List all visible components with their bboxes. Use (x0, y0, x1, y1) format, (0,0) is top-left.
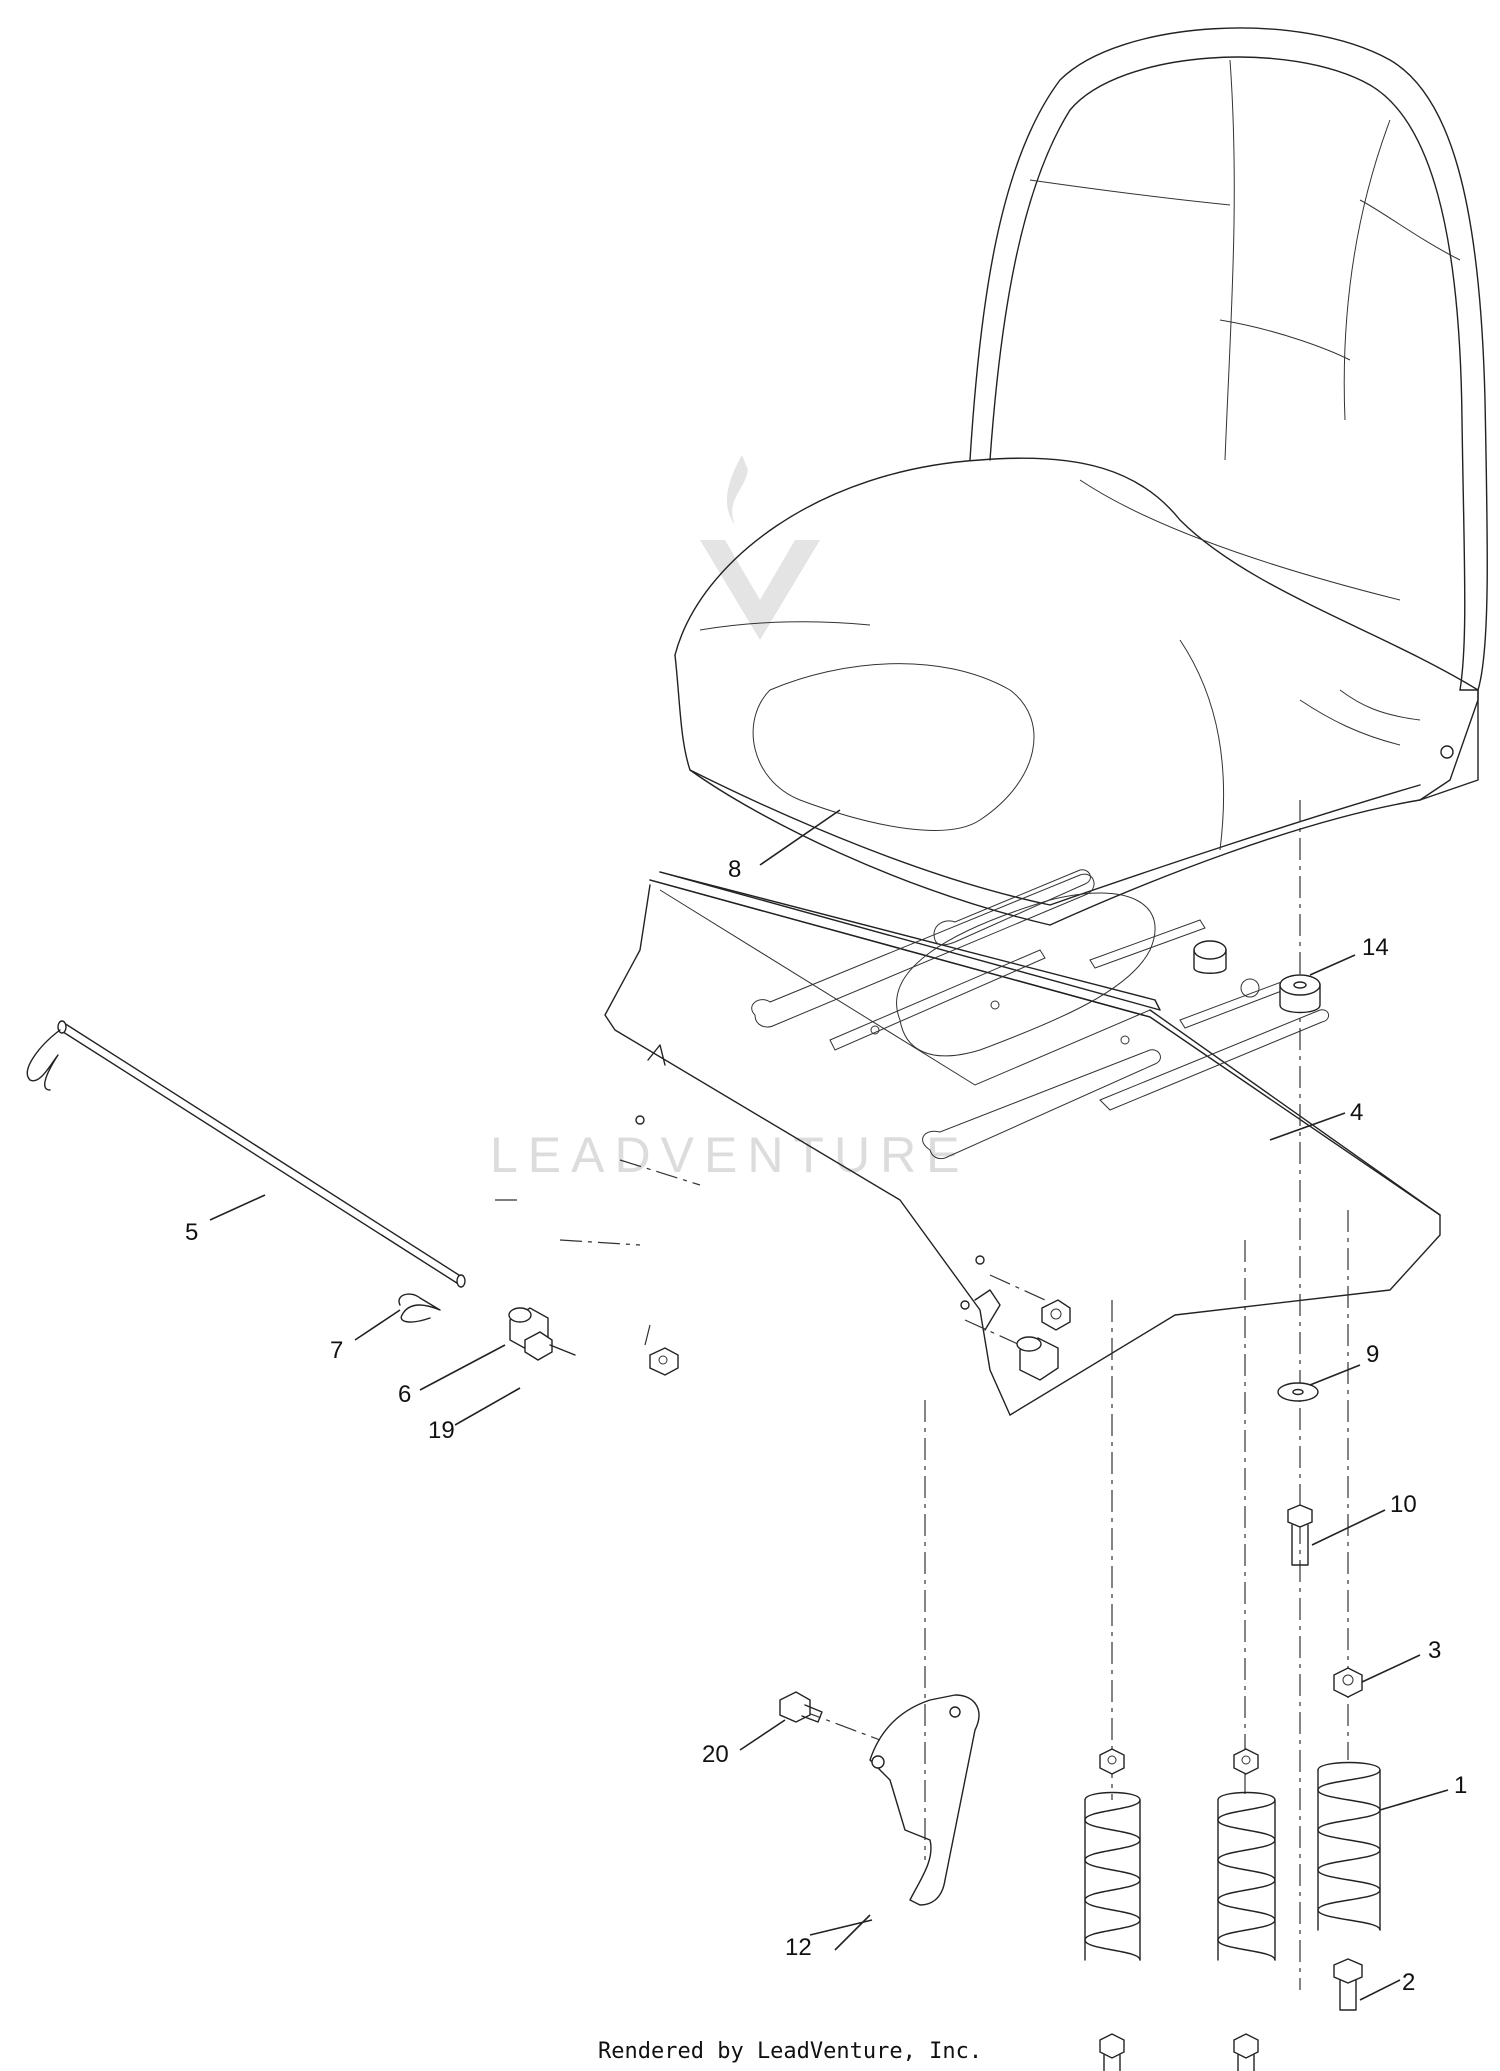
bracket-bolt (779, 1691, 823, 1723)
callout-10: 10 (1390, 1491, 1417, 1518)
seat-rod (26, 1020, 466, 1288)
callout-7: 7 (330, 1337, 343, 1364)
spring-middle (1217, 1791, 1276, 1961)
seat (674, 27, 1488, 926)
bolt (1287, 1504, 1313, 1566)
callout-9: 9 (1366, 1341, 1379, 1368)
assembly-centerlines (495, 800, 1349, 1990)
callout-2: 2 (1402, 1969, 1415, 1996)
callout-5: 5 (185, 1219, 198, 1246)
spring-bolt-left (1099, 2033, 1125, 2071)
spring-left (1084, 1791, 1141, 1961)
nut-left (649, 1347, 679, 1376)
lock-nut (1333, 1667, 1363, 1698)
spring-bolt-right (1333, 1958, 1363, 2011)
shoulder-bolt (524, 1331, 576, 1361)
callout-leaders (209, 809, 1449, 2001)
callout-20: 20 (702, 1741, 729, 1768)
callout-4: 4 (1350, 1099, 1363, 1126)
flange-nut (1041, 1299, 1071, 1331)
watermark-text: LEADVENTURE (490, 1127, 970, 1183)
hairpin-clip (398, 1293, 441, 1323)
flange-spacer (1016, 1336, 1059, 1381)
callout-3: 3 (1428, 1637, 1441, 1664)
spring-right (1317, 1761, 1381, 1931)
callout-14: 14 (1362, 934, 1389, 961)
render-caption: Rendered by LeadVenture, Inc. (598, 2039, 982, 2064)
washer (1277, 1382, 1319, 1402)
spring-nut-left (1099, 1748, 1125, 1775)
rubber-bumper (1279, 974, 1321, 1014)
seat-latch-bracket (869, 1694, 980, 1906)
callout-12: 12 (785, 1934, 812, 1961)
spring-bolt-middle (1233, 2033, 1259, 2071)
callout-1: 1 (1454, 1772, 1467, 1799)
callout-6: 6 (398, 1381, 411, 1408)
spring-nut-middle (1233, 1748, 1259, 1775)
seat-plate (604, 869, 1441, 1416)
callout-8: 8 (728, 856, 741, 883)
watermark-logo-icon (700, 455, 820, 640)
callout-19: 19 (428, 1417, 455, 1444)
